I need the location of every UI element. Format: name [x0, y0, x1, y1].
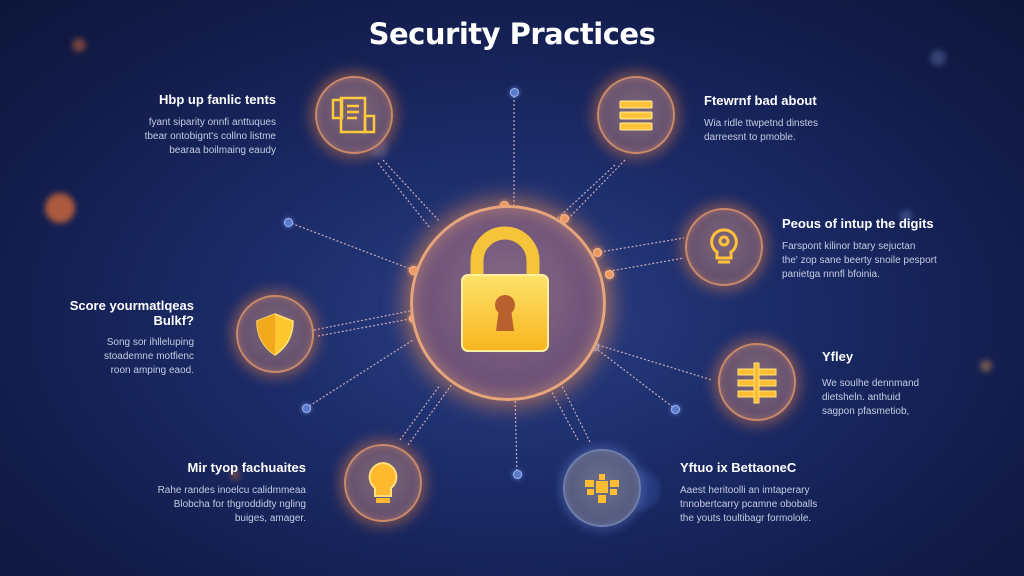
- bokeh-light: [230, 470, 240, 480]
- bokeh-light: [980, 360, 992, 372]
- network-gear-icon: [585, 474, 619, 503]
- text-block-right-lower: Yfley We soulhe dennmand dietsheln. anth…: [822, 349, 962, 419]
- lightbulb-icon: [368, 461, 398, 503]
- text-block-bottom-right: Yftuo ix BettaoneC Aaest heritoolli an i…: [680, 460, 860, 526]
- block-body-line: dietsheln. anthuid: [822, 392, 901, 403]
- connector-dot: [510, 88, 519, 97]
- padlock-icon: [461, 226, 549, 352]
- block-heading: Peous of intup the digits: [782, 216, 934, 231]
- connector-dot: [284, 218, 293, 227]
- menu-bars-icon: [619, 100, 653, 131]
- node-document-checklist[interactable]: [315, 76, 393, 154]
- block-heading: Score yourmatlqeas Bulkf?: [69, 298, 194, 328]
- node-shield[interactable]: [236, 295, 314, 373]
- connector-dot: [593, 248, 602, 257]
- block-body-line: Song sor ihlleluping: [106, 337, 194, 348]
- node-lightbulb-lower[interactable]: [344, 444, 422, 522]
- node-lightbulb-upper[interactable]: [685, 208, 763, 286]
- block-body-line: Rahe randes inoelcu calidmmeaa: [157, 485, 306, 496]
- block-body-line: buiges, amager.: [234, 513, 306, 524]
- block-body-line: We soulhe dennmand: [822, 378, 920, 389]
- bokeh-light: [45, 193, 75, 223]
- block-body-line: Blobcha for thgroddidty ngling: [173, 499, 306, 510]
- text-block-bottom-left: Mir tyop fachuaites Rahe randes inoelcu …: [130, 460, 306, 526]
- block-body-line: roon amping eaod.: [110, 365, 194, 376]
- block-heading: Hbp up fanlic tents: [159, 92, 276, 107]
- text-block-top-left: Hbp up fanlic tents fyant siparity onnfi…: [110, 92, 276, 158]
- connector-dot: [513, 470, 522, 479]
- block-body-line: the youts toultibagr formolole.: [680, 513, 812, 524]
- block-heading: Yftuo ix BettaoneC: [680, 460, 797, 475]
- block-body-line: bearaa boilmaing eaudy: [169, 145, 276, 156]
- block-body-line: Aaest heritoolli an imtaperary: [680, 485, 810, 496]
- connector-dot: [671, 405, 680, 414]
- shield-icon: [256, 313, 294, 356]
- document-checklist-icon: [331, 96, 376, 134]
- block-body-line: the' zop sane beerty snoile pesport: [782, 255, 937, 266]
- block-body-line: tnnobertcarry pcamne oboballs: [680, 499, 818, 510]
- block-body-line: darreesnt to pmoble.: [704, 132, 796, 143]
- block-body-line: panietga nnnfl bfoinia.: [782, 269, 880, 280]
- connector-dot: [302, 404, 311, 413]
- bokeh-light: [900, 210, 912, 222]
- text-block-right-upper: Peous of intup the digits Farspont kilin…: [782, 216, 972, 282]
- block-body-line: fyant siparity onnfi anttuques: [148, 117, 276, 128]
- connector-dot: [605, 270, 614, 279]
- bokeh-light: [72, 38, 86, 52]
- block-body-line: Wia ridle ttwpetnd dinstes: [704, 118, 818, 129]
- block-heading: Ftewrnf bad about: [704, 93, 817, 108]
- block-body-line: stoademne motfienc: [103, 351, 194, 362]
- central-lock-hub[interactable]: [410, 205, 606, 401]
- block-body-line: Farspont kilinor btary sejuctan: [782, 241, 916, 252]
- text-block-left-middle: Score yourmatlqeas Bulkf? Song sor ihlle…: [60, 298, 194, 378]
- text-block-top-right: Ftewrnf bad about Wia ridle ttwpetnd din…: [704, 93, 874, 145]
- lightbulb-icon: [710, 228, 738, 264]
- page-title: Security Practices: [368, 17, 656, 51]
- node-menu-bars[interactable]: [597, 76, 675, 154]
- node-network-gear[interactable]: [563, 449, 641, 527]
- block-body-line: sagpon pfasmetiob,: [822, 406, 910, 417]
- bokeh-light: [930, 50, 946, 66]
- block-body-line: tbear ontobignt's collno listme: [144, 131, 276, 142]
- server-stack-icon: [737, 362, 777, 404]
- block-heading: Mir tyop fachuaites: [187, 460, 306, 475]
- block-heading: Yfley: [822, 349, 854, 364]
- node-server-stack[interactable]: [718, 343, 796, 421]
